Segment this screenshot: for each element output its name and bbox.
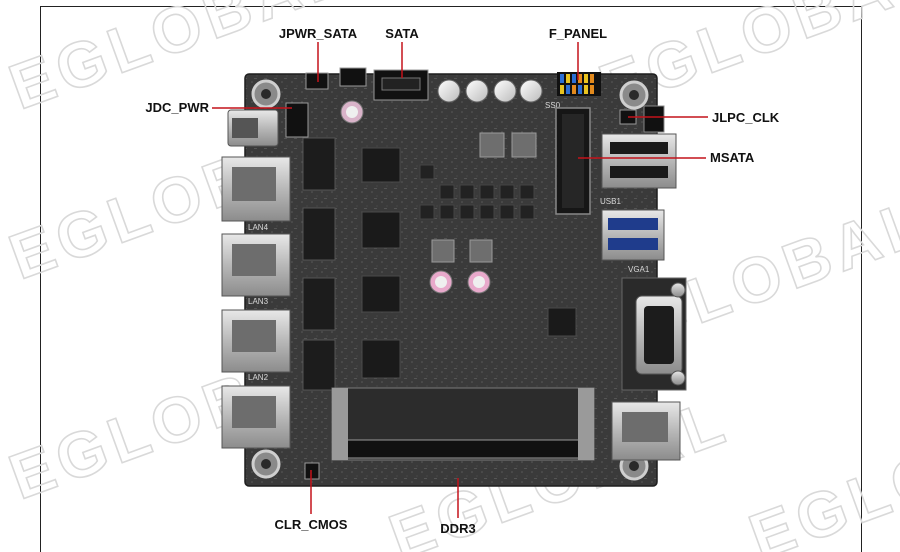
f-panel-header [557, 72, 601, 96]
label-f-panel: F_PANEL [549, 26, 607, 41]
jdc-pwr-header [285, 102, 309, 138]
frame-top-line [40, 6, 862, 7]
silk-lan4: LAN4 [248, 223, 269, 232]
label-ddr3: DDR3 [440, 521, 475, 536]
silk-lan2: LAN2 [248, 373, 269, 382]
mosfet-array [419, 164, 535, 220]
mounting-holes [251, 79, 649, 481]
usb-ports [601, 133, 677, 261]
leader-lines [212, 42, 708, 518]
ddr3-slot [331, 387, 595, 461]
lan-controller-chips [302, 137, 336, 391]
frame-left-line [40, 6, 41, 552]
watermark-text: EGLOBAL [740, 384, 900, 552]
capacitors-top [340, 79, 543, 294]
aux-header [339, 67, 367, 87]
silk-lan3: LAN3 [248, 297, 269, 306]
label-clr-cmos: CLR_CMOS [275, 517, 348, 532]
frame-right-line [861, 6, 862, 552]
silk-vga1: VGA1 [628, 265, 650, 274]
inductors [431, 132, 537, 263]
label-sata: SATA [385, 26, 419, 41]
silk-usb1: USB1 [600, 197, 621, 206]
side-connector [643, 105, 665, 133]
lan-ports [221, 156, 291, 449]
jpwr-sata-header [305, 72, 329, 90]
label-jpwr-sata: JPWR_SATA [279, 26, 358, 41]
label-msata: MSATA [710, 150, 755, 165]
motherboard: LAN4 LAN3 LAN2 [221, 67, 687, 487]
component-labels: JPWR_SATA SATA F_PANEL JDC_PWR JLPC_CLK … [145, 26, 779, 536]
label-jdc-pwr: JDC_PWR [145, 100, 209, 115]
ic-chips [361, 147, 577, 379]
clr-cmos-header [304, 462, 320, 480]
silk-ss0: SS0 [545, 101, 561, 110]
vga-port [621, 277, 687, 391]
label-jlpc-clk: JLPC_CLK [712, 110, 780, 125]
